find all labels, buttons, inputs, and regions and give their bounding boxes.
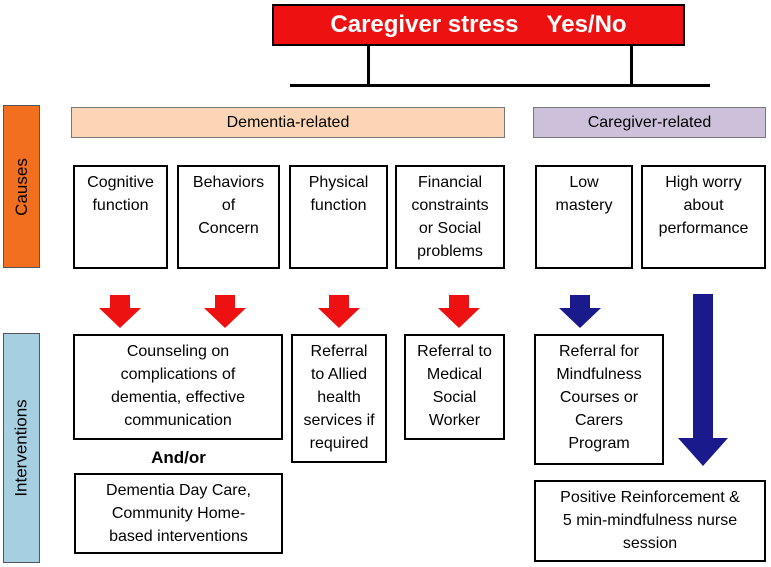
caregiver-stress-title: Caregiver stress Yes/No [272, 4, 685, 46]
causes-side-label: Causes [3, 105, 40, 268]
cause-behaviors-of-concern: Behaviors of Concern [177, 165, 280, 269]
cause-physical-function: Physical function [289, 165, 388, 269]
title-yes-no: Yes/No [546, 11, 627, 38]
down-arrow-red-4 [438, 295, 480, 328]
dementia-related-label: Dementia-related [226, 113, 350, 131]
down-arrow-red-1 [99, 295, 141, 328]
caregiver-related-label: Caregiver-related [587, 113, 712, 131]
down-arrow-red-2 [204, 295, 246, 328]
intervention-medical-social-worker: Referral to Medical Social Worker [404, 334, 505, 440]
down-arrow-blue-long [678, 294, 728, 466]
caregiver-related-bar: Caregiver-related [533, 107, 766, 138]
intervention-counseling: Counseling on complications of dementia,… [73, 334, 283, 440]
intervention-mindfulness-referral: Referral for Mindfulness Courses or Care… [534, 334, 664, 465]
cause-financial-social: Financial constraints or Social problems [395, 165, 505, 269]
intervention-allied-health: Referral to Allied health services if re… [291, 334, 387, 463]
connector-line-horizontal [290, 84, 710, 87]
intervention-positive-reinforcement: Positive Reinforcement & 5 min-mindfulne… [534, 480, 766, 562]
dementia-related-bar: Dementia-related [71, 107, 505, 138]
cause-low-mastery: Low mastery [535, 165, 633, 269]
cause-high-worry: High worry about performance [641, 165, 766, 269]
connector-line-right [630, 46, 633, 86]
down-arrow-blue-short [559, 295, 601, 328]
connector-line-left [367, 46, 370, 86]
intervention-dementia-day-care: Dementia Day Care, Community Home- based… [74, 473, 283, 554]
title-text: Caregiver stress [330, 11, 519, 38]
cause-cognitive-function: Cognitive function [73, 165, 168, 269]
down-arrow-red-3 [318, 295, 360, 328]
and-or-label: And/or [151, 448, 206, 467]
interventions-side-label: Interventions [3, 333, 40, 563]
